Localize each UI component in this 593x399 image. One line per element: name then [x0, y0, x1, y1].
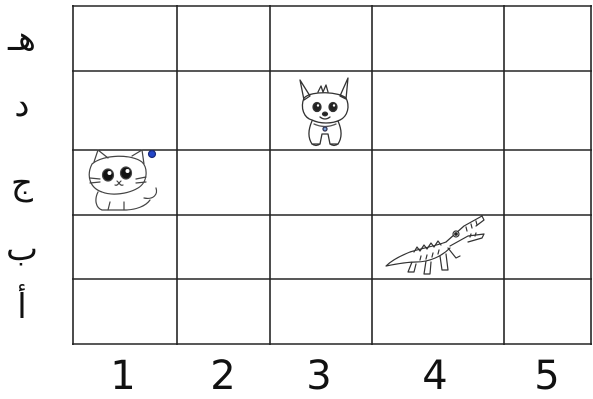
crocodile-drawing	[384, 212, 490, 278]
row-label-alif: أ	[0, 290, 44, 324]
col-label-5: 5	[522, 356, 572, 396]
col-label-1: 1	[98, 356, 148, 396]
row-label-ha: هـ	[0, 22, 44, 56]
row-label-dal: د	[0, 88, 44, 122]
puppy-drawing	[290, 74, 360, 149]
row-label-jim: ج	[0, 166, 44, 200]
row-label-ba: ب	[0, 232, 44, 266]
col-label-3: 3	[294, 356, 344, 396]
kitten-drawing	[84, 148, 166, 214]
col-label-2: 2	[198, 356, 248, 396]
col-label-4: 4	[410, 356, 460, 396]
